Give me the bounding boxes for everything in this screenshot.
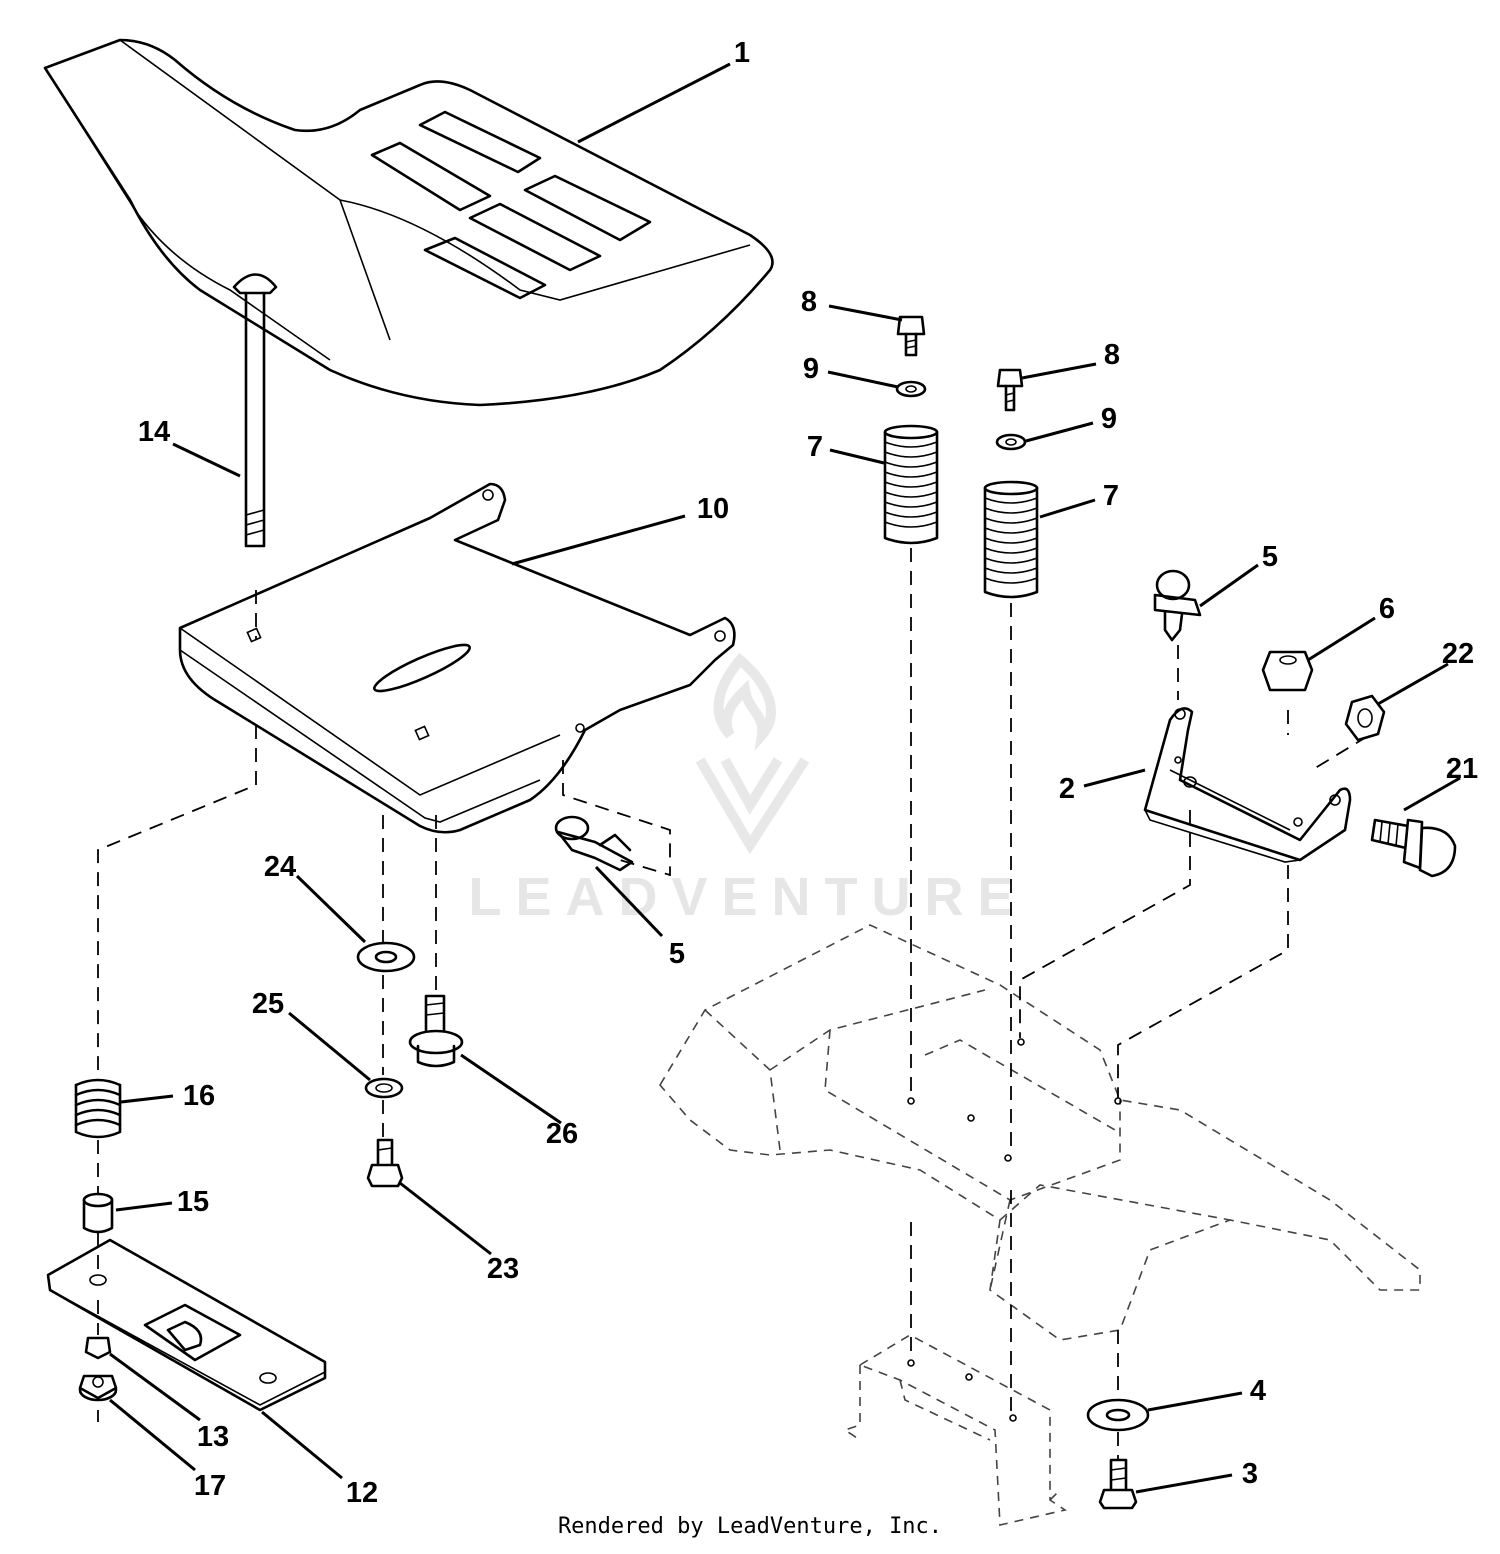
watermark-logo: LEADVENTURE	[468, 652, 1027, 927]
lock-washer	[364, 1077, 404, 1099]
washer-4	[1086, 1398, 1150, 1432]
callout-23: 23	[487, 1253, 519, 1285]
render-credit: Rendered by LeadVenture, Inc.	[557, 1514, 943, 1539]
hex-bolt-3	[1098, 1458, 1138, 1510]
spring-7-left	[883, 424, 939, 545]
bolt-8-left	[896, 315, 926, 357]
callout-6: 6	[1379, 593, 1395, 625]
mounting-bracket	[46, 1238, 327, 1412]
callout-8-left: 8	[801, 286, 817, 318]
callout-21: 21	[1446, 753, 1478, 785]
assembly-lines	[97, 548, 1369, 1460]
callout-12: 12	[346, 1477, 378, 1509]
callout-15: 15	[177, 1186, 209, 1218]
seat-pan	[178, 482, 736, 834]
callout-24: 24	[264, 851, 296, 883]
seat	[43, 38, 774, 407]
shoulder-bolt-21	[1370, 818, 1457, 878]
flat-washer	[356, 941, 416, 973]
watermark-text: LEADVENTURE	[468, 867, 1027, 927]
callout-26: 26	[546, 1118, 578, 1150]
callout-9-left: 9	[803, 353, 819, 385]
callout-13: 13	[197, 1421, 229, 1453]
seat-switch-clip-left	[554, 815, 634, 872]
callout-5-left: 5	[669, 938, 685, 970]
callout-8-right: 8	[1104, 339, 1120, 371]
washer-9-right	[995, 433, 1027, 451]
flange-nut-17	[78, 1374, 118, 1402]
callout-4: 4	[1250, 1375, 1266, 1407]
callout-7-right: 7	[1103, 480, 1119, 512]
nut-22	[1344, 694, 1386, 742]
callout-labels: 1 2 3 4 5 5 6 7 7 8 8 9 9 10 12 13 14 15…	[138, 37, 1478, 1509]
seat-bracket	[1143, 707, 1352, 863]
carriage-bolt	[232, 273, 278, 548]
callout-7-left: 7	[807, 431, 823, 463]
shoulder-bolt	[408, 994, 464, 1068]
spring-16	[74, 1078, 122, 1139]
callout-9-right: 9	[1101, 403, 1117, 435]
tractor-frame-ghost	[659, 924, 1421, 1526]
callout-16: 16	[183, 1080, 215, 1112]
callout-1: 1	[734, 37, 750, 69]
spring-7-right	[983, 480, 1039, 599]
callout-2: 2	[1059, 773, 1075, 805]
spacer	[82, 1192, 114, 1234]
callout-17: 17	[194, 1470, 226, 1502]
hex-bolt-23	[366, 1138, 404, 1188]
hex-nut-13	[84, 1336, 112, 1360]
seat-switch-clip-right	[1153, 569, 1202, 642]
washer-9-left	[895, 380, 927, 398]
lock-nut-6	[1261, 650, 1314, 692]
bolt-8-right	[996, 368, 1024, 412]
callout-14: 14	[138, 416, 170, 448]
callout-5-right: 5	[1262, 541, 1278, 573]
leader-lines	[109, 62, 1461, 1494]
callout-3: 3	[1242, 1458, 1258, 1490]
callout-25: 25	[252, 988, 284, 1020]
callout-10: 10	[697, 493, 729, 525]
callout-22: 22	[1442, 638, 1474, 670]
